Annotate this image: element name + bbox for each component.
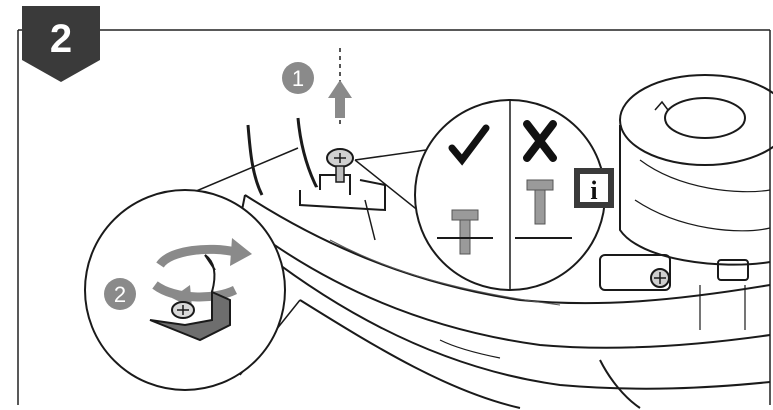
step-number: 2 [50,17,72,61]
callout-2-number: 2 [114,282,126,307]
motor-screw [650,268,670,288]
info-letter: i [590,176,597,205]
motor-housing [599,74,773,330]
callout-2: 2 [104,278,136,310]
checkmark-icon [448,124,490,166]
rotate-arrowhead-left [230,238,252,266]
diagram-frame [17,29,771,405]
mower-deck [238,194,771,409]
callout-1-number: 1 [292,66,304,91]
screw-correct [437,209,493,255]
cross-icon [523,120,557,162]
info-icon: i [574,168,614,208]
callout-1: 1 [282,62,314,94]
up-arrow-icon [328,48,352,128]
bracket-screw [326,148,354,183]
screw-wrong [515,179,572,239]
bracket-assembly [246,117,386,241]
step-badge: 2 [22,6,100,82]
comparison-panel [354,99,606,291]
detail-screw [171,301,195,319]
detail-magnifier [84,147,301,391]
detail-bracket [149,254,231,342]
rotate-arrows-icon [152,244,238,302]
